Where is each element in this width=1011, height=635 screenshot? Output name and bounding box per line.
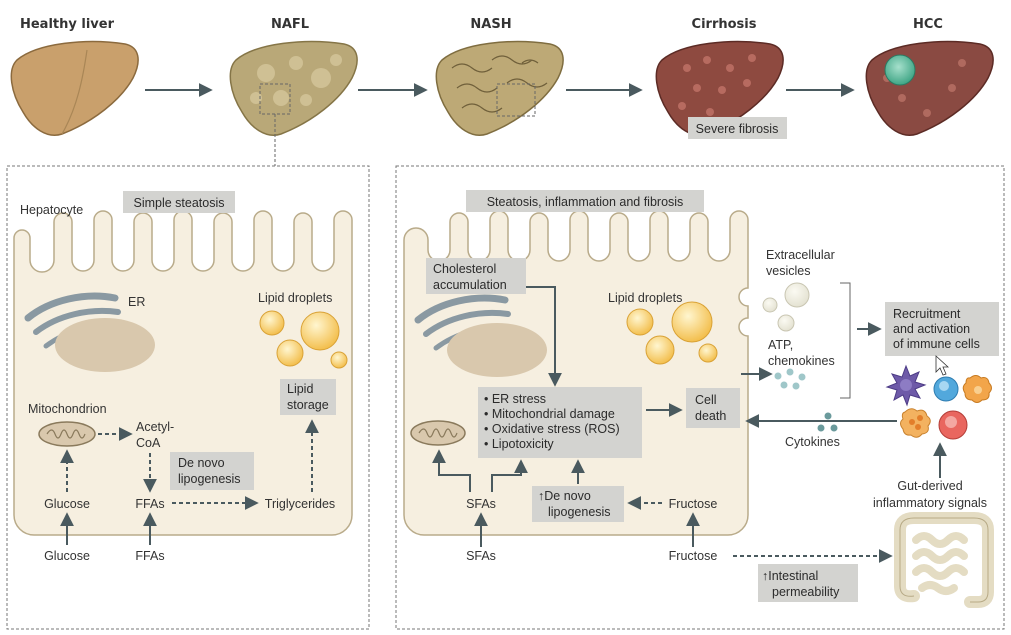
cell-death-line2: death [695, 409, 726, 423]
atp-chemokines-line2: chemokines [768, 354, 835, 368]
liver-hcc [865, 40, 994, 136]
mitochondrion-label: Mitochondrion [28, 402, 107, 416]
intestine-icon [894, 512, 994, 608]
simple-steatosis-box [123, 191, 235, 213]
severe-fibrosis-label: Severe fibrosis [696, 122, 779, 136]
stage-title-nash: NASH [470, 17, 511, 32]
extracellular-vesicles-line2: vesicles [766, 264, 810, 278]
stress-box [478, 387, 642, 458]
stage-title-nafl: NAFL [271, 17, 309, 32]
left-lipid-droplets [259, 310, 348, 369]
gut-signals-line1: Gut-derived [897, 479, 962, 493]
stress-item-er: • ER stress [484, 392, 546, 406]
acetyl-coa-line2: CoA [136, 436, 161, 450]
chemokine-dots-icon [774, 368, 806, 390]
intestinal-box [758, 564, 858, 602]
right-lipid-droplets-label: Lipid droplets [608, 291, 682, 305]
atp-chemokines-line1: ATP, [768, 338, 793, 352]
ffas-outer-label: FFAs [135, 549, 164, 563]
hepatocyte-label: Hepatocyte [20, 203, 83, 217]
recruitment-line2: and activation [893, 322, 970, 336]
cholesterol-line1: Cholesterol [433, 262, 496, 276]
extracellular-vesicles-line1: Extracellular [766, 248, 835, 262]
right-mitochondrion-icon [410, 420, 466, 446]
recruitment-line3: of immune cells [893, 337, 980, 351]
stage-title-healthy: Healthy liver [20, 17, 115, 32]
tumor-icon [884, 54, 916, 86]
neutrophil-icon [900, 408, 931, 438]
right-pathway-arrows [432, 286, 947, 563]
lipid-storage-line2: storage [287, 398, 329, 412]
fructose-inner-label: Fructose [669, 497, 718, 511]
right-de-novo-line2: lipogenesis [548, 505, 611, 519]
sfas-inner-label: SFAs [466, 497, 496, 511]
stress-item-ros: • Oxidative stress (ROS) [484, 422, 620, 436]
left-nucleus [55, 318, 155, 372]
stage-title-hcc: HCC [913, 17, 943, 32]
macrophage-icon [962, 375, 992, 403]
left-mitochondrion-icon [38, 421, 96, 447]
left-lipid-droplets-label: Lipid droplets [258, 291, 332, 305]
cholesterol-box [426, 258, 526, 294]
liver-cirrhosis [655, 40, 784, 136]
left-de-novo-line1: De novo [178, 456, 225, 470]
acetyl-coa-line1: Acetyl- [136, 420, 174, 434]
right-panel-border [395, 165, 1005, 630]
cursor-icon [935, 355, 950, 376]
cell-death-box [686, 388, 740, 428]
severe-fibrosis-box [688, 117, 787, 139]
recruitment-box [885, 302, 999, 356]
simple-steatosis-label: Simple steatosis [133, 196, 224, 210]
left-pathway-arrows [60, 419, 319, 545]
left-de-novo-line2: lipogenesis [178, 472, 241, 486]
stress-item-lipotoxicity: • Lipotoxicity [484, 437, 554, 451]
right-panel-box [466, 190, 704, 212]
intestinal-line2: permeability [772, 585, 840, 599]
cell-death-line1: Cell [695, 393, 717, 407]
triglycerides-label: Triglycerides [265, 497, 335, 511]
right-de-novo-line1: ↑De novo [538, 489, 591, 503]
stress-item-mito: • Mitochondrial damage [484, 407, 615, 421]
right-nucleus [447, 323, 547, 377]
immune-cells-icon [885, 364, 992, 440]
stage-titles: Healthy liver NAFL NASH Cirrhosis HCC [20, 17, 943, 32]
liver-healthy [10, 40, 139, 136]
stage-title-cirrhosis: Cirrhosis [692, 17, 757, 32]
lipid-storage-box [280, 379, 336, 415]
cytokines-label: Cytokines [785, 435, 840, 449]
left-hepatocyte-membrane [13, 210, 353, 536]
gut-signals-line2: inflammatory signals [873, 496, 987, 510]
release-bracket [840, 282, 851, 399]
er-label: ER [128, 295, 145, 309]
glucose-outer-label: Glucose [44, 549, 90, 563]
recruitment-line1: Recruitment [893, 307, 961, 321]
extracellular-vesicles-icon [762, 282, 810, 332]
liver-nash [435, 40, 564, 136]
left-panel-border [6, 165, 370, 630]
glucose-inner-label: Glucose [44, 497, 90, 511]
intestinal-line1: ↑Intestinal [762, 569, 818, 583]
right-lipid-droplets [626, 301, 718, 365]
left-de-novo-box [170, 452, 254, 490]
sfas-outer-label: SFAs [466, 549, 496, 563]
cholesterol-line2: accumulation [433, 278, 507, 292]
cytokine-dots-icon [817, 412, 838, 432]
dendritic-cell-icon [885, 364, 927, 407]
ffas-inner-label: FFAs [135, 497, 164, 511]
right-panel-label: Steatosis, inflammation and fibrosis [487, 195, 684, 209]
right-de-novo-box [532, 486, 624, 522]
fructose-outer-label: Fructose [669, 549, 718, 563]
liver-nafl [229, 40, 358, 136]
lipid-storage-line1: Lipid [287, 382, 313, 396]
